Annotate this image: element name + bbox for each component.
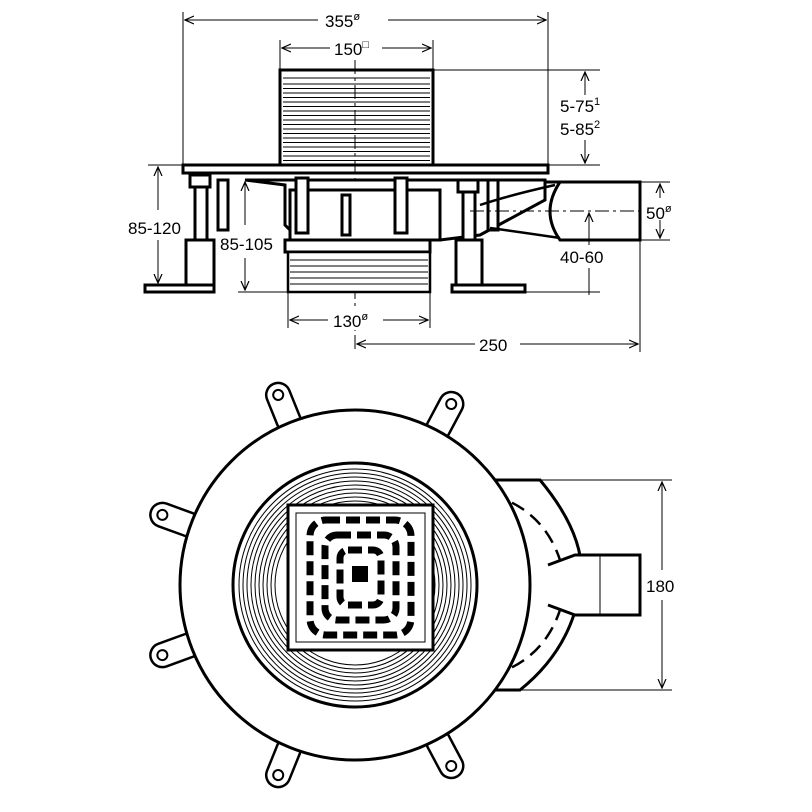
dim-label-150: 150□ — [334, 39, 369, 59]
flange-plate — [181, 163, 550, 175]
outlet-pipe-plan — [547, 553, 642, 617]
plan-view: 180 — [149, 381, 674, 789]
dim-label-50: 50ø — [646, 203, 672, 223]
dim-label-180: 180 — [646, 577, 674, 596]
outlet-pipe — [545, 180, 642, 242]
dim-label-85-105: 85-105 — [220, 235, 273, 254]
spigot-ribs — [286, 250, 432, 294]
grate-slots — [306, 516, 415, 639]
dim-label-130: 130ø — [333, 311, 368, 331]
dim-label-5-85: 5-852 — [560, 119, 600, 139]
dim-label-355: 355ø — [325, 11, 360, 31]
side-view: 355ø 150□ 5-751 5-852 — [128, 8, 685, 355]
dim-label-85-120: 85-120 — [128, 219, 181, 238]
dim-label-5-75: 5-751 — [560, 96, 600, 116]
dim-label-40-60: 40-60 — [560, 248, 603, 267]
dim-label-250: 250 — [479, 336, 507, 355]
levelling-feet — [143, 173, 527, 294]
